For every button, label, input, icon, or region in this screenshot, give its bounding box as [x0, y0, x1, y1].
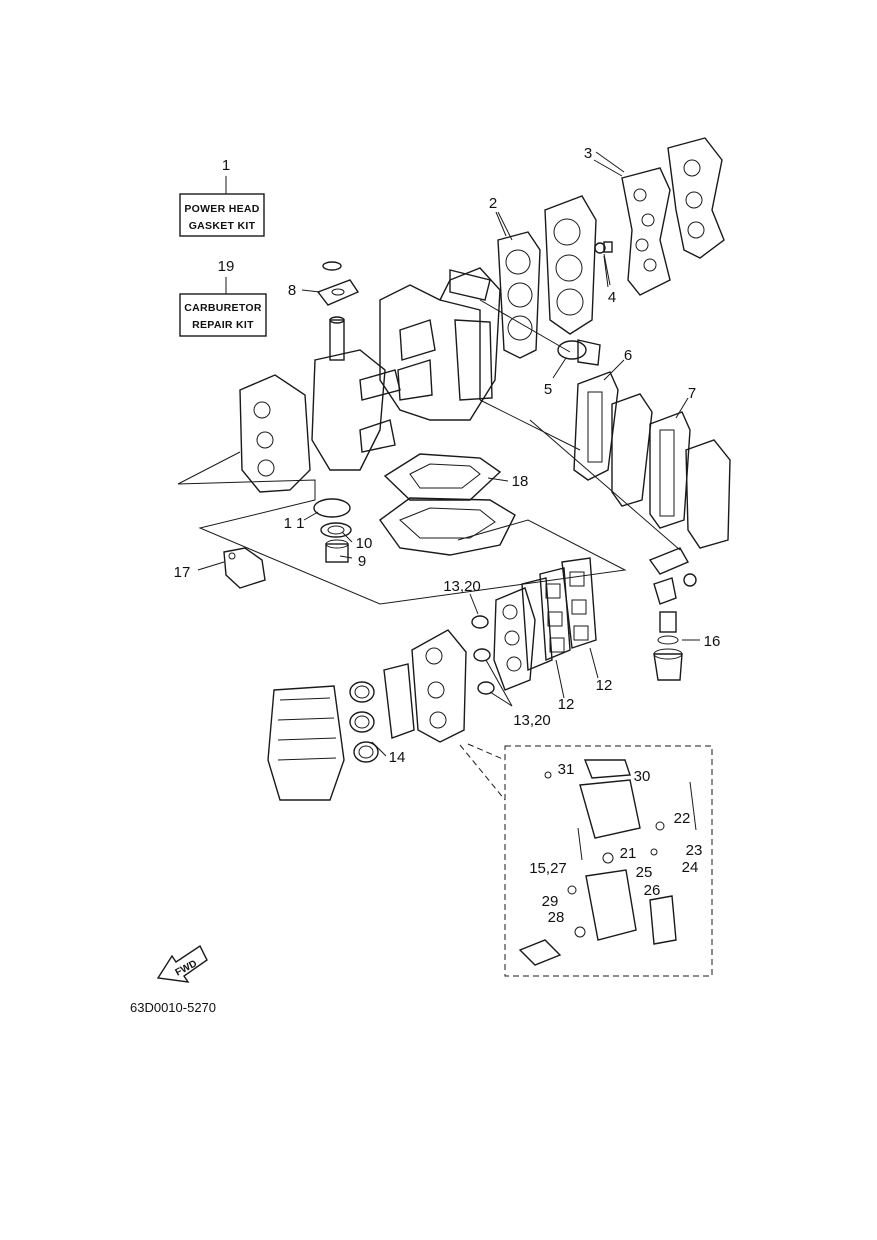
carb-gasket: [383, 663, 415, 739]
diagram-part-code: 63D0010-5270: [130, 1000, 216, 1015]
power-head-block: [379, 267, 581, 451]
crankshaft: [311, 316, 401, 471]
callout-10: 10: [356, 535, 373, 552]
power-head-kit-line1: POWER HEAD: [184, 203, 259, 215]
power-head-kit-box: [179, 193, 265, 237]
callout-5: 5: [544, 381, 552, 398]
cylinder-head: [544, 195, 597, 335]
callout-leaders: [197, 159, 700, 757]
callout-29: 29: [542, 893, 559, 910]
kit-number-19: 19: [218, 258, 235, 275]
callout-21: 21: [620, 845, 637, 862]
callout-23: 23: [686, 842, 703, 859]
callout-12-b: 12: [558, 696, 575, 713]
exhaust-cover-gasket-7: [649, 411, 691, 529]
power-head-gasket-kit: 1 POWER HEAD GASKET KIT: [179, 157, 265, 237]
plug-part-4: [594, 241, 613, 286]
callout-22: 22: [674, 810, 691, 827]
exhaust-gasket-5: [557, 339, 601, 366]
carburetor-kit-box: [179, 293, 267, 337]
o-rings-13-20: [471, 615, 495, 695]
callout-9: 9: [358, 553, 366, 570]
thermostat-assembly: [648, 547, 697, 681]
callout-26: 26: [644, 882, 661, 899]
kit-number-1: 1: [222, 157, 230, 174]
part-17-cover: [223, 547, 266, 589]
gaskets-14: [349, 681, 379, 763]
callout-28: 28: [548, 909, 565, 926]
lower-casing: [379, 497, 516, 556]
cylinder-head-gasket: [497, 211, 541, 359]
forward-direction-arrow: FWD: [156, 944, 208, 983]
callout-13-20-b: 13,20: [513, 712, 551, 729]
carburetor-body: [411, 629, 467, 743]
reed-valve-plate: [521, 577, 553, 672]
part-8-cap: [316, 261, 360, 306]
exhaust-inner-cover: [611, 393, 653, 507]
callout-15-27: 15,27: [529, 860, 567, 877]
carburetor-kit-line2: REPAIR KIT: [192, 319, 254, 331]
callout-13-20-a: 13,20: [443, 578, 481, 595]
callout-3: 3: [584, 145, 592, 162]
oil-seal-10: [320, 522, 352, 538]
callout-4: 4: [608, 289, 616, 306]
lower-case-gasket-18: [383, 453, 502, 501]
carburetor-repair-kit: 19 CARBURETOR REPAIR KIT: [179, 258, 267, 337]
callout-7: 7: [688, 385, 696, 402]
exhaust-cover-gasket-6: [573, 371, 619, 481]
cylinder-head-cover-parts: [595, 137, 725, 296]
intake-manifold-gasket-12b: [539, 567, 571, 662]
bearing-9: [325, 539, 349, 563]
o-ring-11: [313, 498, 351, 518]
power-head-kit-line2: GASKET KIT: [189, 220, 256, 232]
callout-18: 18: [512, 473, 529, 490]
callout-11: 1 1: [284, 515, 305, 532]
callout-17: 17: [174, 564, 191, 581]
callout-numbers: 2 3 4 5 6 7 8 9 10 1 1 12 12 13,20 13,20…: [174, 145, 721, 926]
callout-31: 31: [558, 761, 575, 778]
intake-manifold-gasket-12a: [561, 557, 597, 649]
carburetor-kit-line1: CARBURETOR: [184, 302, 262, 314]
callout-8: 8: [288, 282, 296, 299]
callout-6: 6: [624, 347, 632, 364]
callout-30: 30: [634, 768, 651, 785]
callout-16: 16: [704, 633, 721, 650]
intake-silencer: [267, 685, 345, 801]
exhaust-outer-cover: [529, 419, 731, 551]
carburetor-detail-box: [459, 743, 713, 977]
crankcase-half: [239, 374, 311, 493]
assembly-boundary-lines: [177, 451, 627, 605]
callout-25: 25: [636, 864, 653, 881]
callout-14: 14: [389, 749, 406, 766]
intake-manifold: [493, 587, 536, 691]
callout-2: 2: [489, 195, 497, 212]
callout-24: 24: [682, 859, 699, 876]
callout-12-a: 12: [596, 677, 613, 694]
